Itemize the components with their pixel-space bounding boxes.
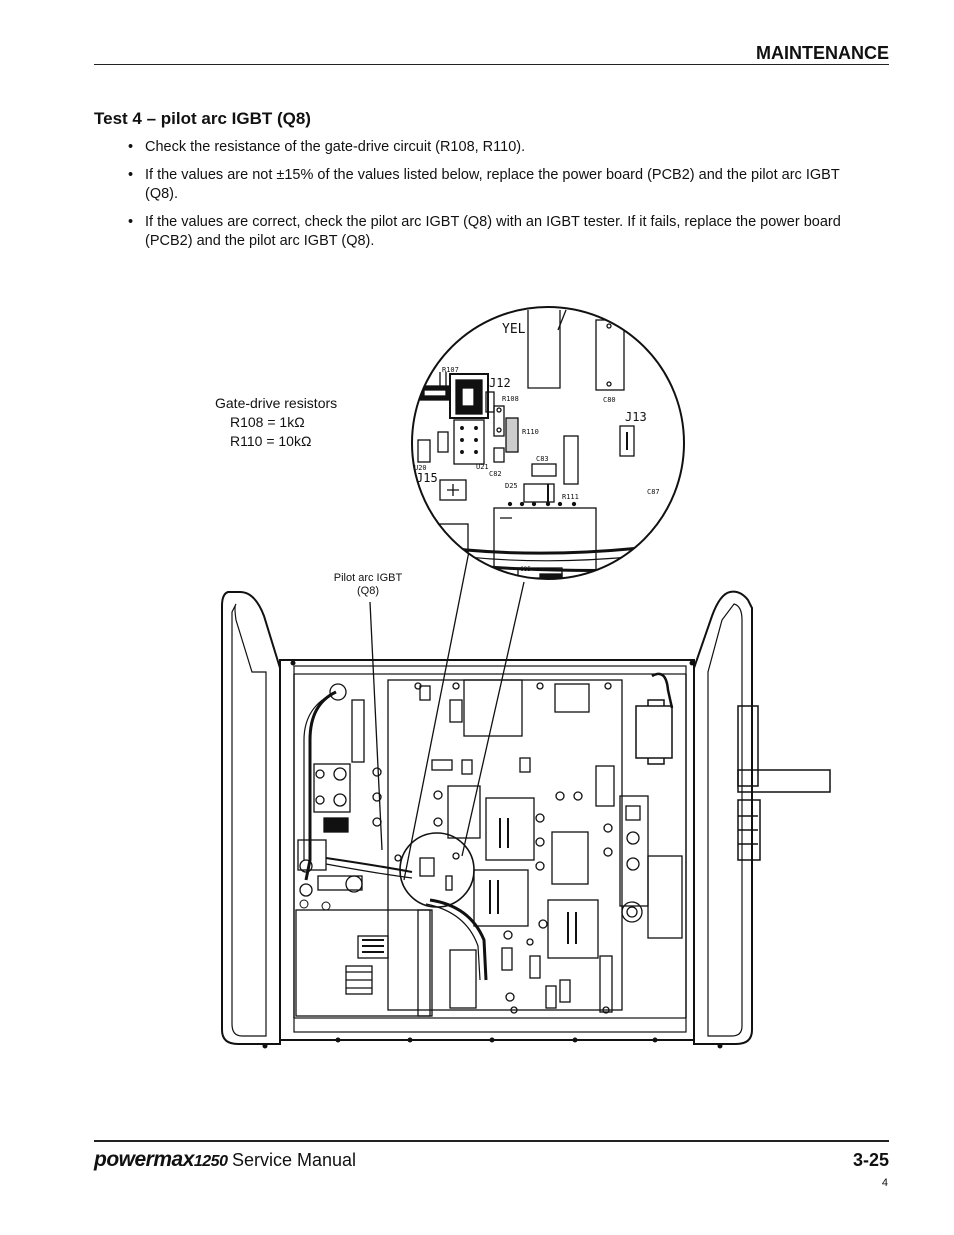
torch-connector bbox=[635, 672, 831, 861]
label-c82: C82 bbox=[489, 470, 502, 478]
page-number: 3-25 bbox=[852, 1150, 889, 1170]
power-board bbox=[387, 679, 623, 1013]
zoom-leader-right bbox=[461, 581, 525, 857]
terminal-blocks bbox=[297, 683, 365, 897]
label-c80: C80 bbox=[603, 396, 616, 404]
chassis-handles bbox=[221, 590, 753, 1045]
zoom-circle bbox=[411, 306, 685, 580]
igbt-callout-line2: (Q8) bbox=[357, 585, 379, 597]
label-r111: R111 bbox=[562, 493, 579, 501]
zoom-labels: YEL J12 J13 J15 R107 R108 R110 R111 C80 … bbox=[414, 322, 660, 573]
label-c87: C87 bbox=[647, 488, 660, 496]
sequence-number: 4 bbox=[881, 1177, 888, 1189]
label-j12: J12 bbox=[489, 376, 511, 390]
brand-logo: powermax1250 bbox=[94, 1148, 228, 1172]
q8-highlight-circle bbox=[399, 832, 475, 908]
instruction-list: Check the resistance of the gate-drive c… bbox=[128, 138, 856, 260]
section-heading: MAINTENANCE bbox=[756, 43, 889, 63]
label-d25: D25 bbox=[505, 482, 518, 490]
label-c83: C83 bbox=[536, 455, 549, 463]
label-u21: U21 bbox=[476, 463, 489, 471]
r108-value: R108 = 1kΩ bbox=[230, 414, 305, 430]
page-title: Test 4 – pilot arc IGBT (Q8) bbox=[94, 109, 311, 128]
label-j15: J15 bbox=[416, 471, 438, 485]
label-c85: C85 bbox=[520, 566, 531, 573]
igbt-callout-line1: Pilot arc IGBT bbox=[333, 572, 403, 584]
wire-harness bbox=[299, 690, 488, 981]
lower-components bbox=[295, 795, 683, 1017]
list-item: If the values are correct, check the pil… bbox=[128, 213, 856, 251]
q8-callout-leader bbox=[369, 601, 383, 851]
brand-model: 1250 bbox=[193, 1153, 228, 1170]
label-j13: J13 bbox=[625, 410, 647, 424]
label-yel: YEL bbox=[502, 322, 526, 337]
list-item: Check the resistance of the gate-drive c… bbox=[128, 138, 856, 157]
gate-drive-callout: Gate-drive resistors R108 = 1kΩ R110 = 1… bbox=[215, 394, 337, 451]
chassis-frame bbox=[262, 659, 723, 1049]
label-r108: R108 bbox=[502, 395, 519, 403]
board-mounting-holes bbox=[372, 682, 613, 1014]
label-u20: U20 bbox=[414, 464, 427, 472]
igbt-callout: Pilot arc IGBT (Q8) bbox=[318, 572, 418, 598]
label-r110: R110 bbox=[522, 428, 539, 436]
manual-name: Service Manual bbox=[232, 1150, 357, 1170]
footer-rule bbox=[94, 1140, 889, 1142]
r110-value: R110 = 10kΩ bbox=[230, 433, 312, 449]
label-r107: R107 bbox=[442, 366, 459, 374]
callout-label: Gate-drive resistors bbox=[215, 395, 338, 411]
header-rule bbox=[94, 64, 889, 65]
list-item: If the values are not ±15% of the values… bbox=[128, 166, 856, 204]
brand-name: powermax bbox=[94, 1148, 194, 1171]
zoom-leader-left bbox=[403, 525, 475, 881]
